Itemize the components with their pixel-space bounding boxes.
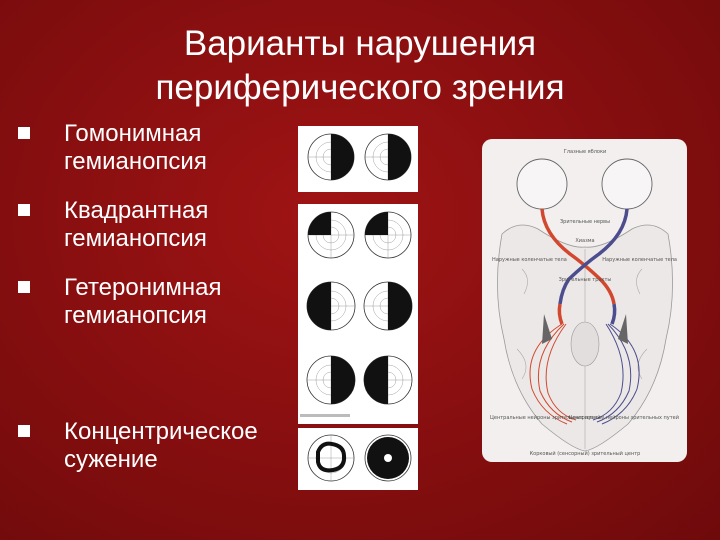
- visual-field-right-eye: [363, 281, 413, 331]
- visual-field-left-eye: [307, 133, 355, 181]
- visual-field-card-heteronymous: [298, 268, 418, 424]
- visual-field-left-eye: [307, 211, 355, 259]
- visual-field-left-eye: [307, 434, 355, 482]
- bullet-line1: Квадрантная: [64, 197, 209, 224]
- label-optic-nerves: Зрительные нервы: [560, 219, 610, 225]
- visual-field-right-eye: [364, 211, 412, 259]
- bullet-line1: Гетеронимная: [64, 274, 222, 301]
- label-lgb-right: Наружные коленчатые тела: [602, 257, 677, 263]
- bullet-line2: гемианопсия: [64, 148, 207, 175]
- visual-pathway-diagram: Глазные яблоки Зрительные нервы Хиазма Н…: [482, 139, 687, 462]
- slide-title-line1: Варианты нарушения: [183, 24, 537, 63]
- visual-field-right-eye: [364, 133, 412, 181]
- bullet-line1: Гомонимная: [64, 120, 202, 147]
- visual-field-charts: [298, 126, 418, 490]
- visual-pathway-illustration: Глазные яблоки Зрительные нервы Хиазма Н…: [490, 149, 679, 457]
- label-chiasm: Хиазма: [575, 238, 594, 244]
- bullet-square-icon: [18, 425, 30, 437]
- label-cortex: Корковый (сенсорный) зрительный центр: [530, 450, 641, 457]
- slide-title-line2: периферического зрения: [155, 68, 565, 107]
- visual-field-chart: [307, 434, 412, 482]
- eye-right-icon: [601, 158, 653, 210]
- label-tracts: Зрительные тракты: [559, 277, 612, 283]
- visual-field-chart: [300, 281, 413, 417]
- visual-field-card-quadrant: [298, 204, 418, 268]
- visual-field-card-concentric: [298, 428, 418, 490]
- visual-field-right-eye: [363, 355, 413, 405]
- visual-field-chart: [307, 133, 412, 181]
- visual-field-card-homonymous: [298, 126, 418, 192]
- bullet-line2: гемианопсия: [64, 225, 207, 252]
- bullet-square-icon: [18, 204, 30, 216]
- label-lgb-left: Наружные коленчатые тела: [492, 257, 567, 263]
- visual-field-chart: [307, 211, 412, 259]
- visual-field-right-eye: [364, 434, 412, 482]
- slide-title: Варианты нарушения периферического зрени…: [100, 22, 620, 110]
- bullet-item-quadrant: Квадрантная гемианопсия: [18, 197, 308, 253]
- eye-left-icon: [516, 158, 568, 210]
- label-central-right: Центральные нейроны зрительных путей: [569, 414, 679, 421]
- bullet-square-icon: [18, 281, 30, 293]
- bullet-square-icon: [18, 127, 30, 139]
- bullet-item-heteronymous: Гетеронимная гемианопсия: [18, 274, 308, 330]
- bullet-line2: гемианопсия: [64, 302, 207, 329]
- visual-field-left-eye: [306, 281, 356, 331]
- label-central-left: Центральные нейроны зрительных путей: [490, 414, 600, 421]
- visual-field-left-eye: [306, 355, 356, 405]
- label-eyes: Глазные яблоки: [564, 149, 606, 155]
- bullet-line2: сужение: [64, 446, 158, 473]
- bullet-item-concentric: Концентрическое сужение: [18, 418, 308, 474]
- bullet-item-homonymous: Гомонимная гемианопсия: [18, 120, 308, 176]
- bullet-line1: Концентрическое: [64, 418, 258, 445]
